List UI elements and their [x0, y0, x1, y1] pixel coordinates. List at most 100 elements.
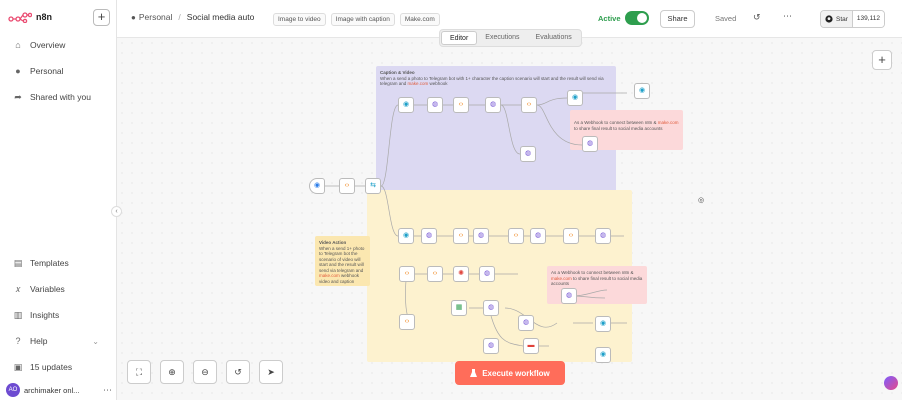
http-request-node[interactable]: ◍ — [473, 228, 489, 244]
help-icon: ? — [15, 336, 21, 346]
collapse-sidebar-button[interactable]: ‹ — [111, 206, 122, 217]
switch-node[interactable]: ⇆ — [365, 178, 381, 194]
sidebar-item-updates[interactable]: ▣ 15 updates — [0, 354, 117, 380]
google-sheets-node[interactable]: ▦ — [451, 300, 467, 316]
canvas-controls: ⛶ ⊕ ⊖ ↺ ➤ — [127, 360, 283, 384]
webhook-node[interactable]: ◍ — [582, 136, 598, 152]
reset-zoom-button[interactable]: ↺ — [226, 360, 250, 384]
cursor-icon: ➤ — [267, 366, 275, 377]
error-node[interactable]: ▬ — [523, 338, 539, 354]
sidebar-item-label: Shared with you — [30, 92, 91, 102]
more-options-icon[interactable]: ⋯ — [783, 11, 792, 21]
http-request-node[interactable]: ◍ — [483, 338, 499, 354]
code-node[interactable]: ‹› — [399, 314, 415, 330]
fit-view-button[interactable]: ⛶ — [127, 360, 151, 384]
sticky-note-video-action[interactable]: Video Action When a send 1+ photo to Tel… — [315, 236, 370, 286]
variables-icon: 𝑥 — [15, 284, 21, 294]
sidebar-item-help[interactable]: ? Help ⌄ — [0, 328, 117, 354]
disconnected-node[interactable]: ◎ — [697, 197, 705, 204]
sticky-note-body: As a Webhook to connect between n8n & ma… — [574, 120, 679, 131]
sidebar-nav-bottom: ▤ Templates 𝑥 Variables ▥ Insights ? Hel… — [0, 250, 117, 380]
sidebar-item-label: Variables — [30, 284, 65, 294]
more-options-icon[interactable]: ⋯ — [103, 384, 112, 395]
telegram-trigger-node[interactable]: ◉ — [309, 178, 325, 194]
telegram-send-node[interactable]: ◉ — [595, 316, 611, 332]
templates-icon: ▤ — [13, 258, 23, 268]
http-request-node[interactable]: ◍ — [479, 266, 495, 282]
active-toggle[interactable] — [625, 11, 649, 25]
telegram-node[interactable]: ◉ — [398, 228, 414, 244]
user-name: archimaker onl... — [24, 385, 80, 395]
saved-status: Saved — [715, 14, 737, 23]
ai-assistant-icon[interactable] — [884, 376, 898, 390]
telegram-node[interactable]: ◉ — [567, 90, 583, 106]
code-node[interactable]: ‹› — [399, 266, 415, 282]
code-node[interactable]: ‹› — [521, 97, 537, 113]
workflow-tag[interactable]: Image to video — [273, 13, 326, 26]
sidebar-item-label: Templates — [30, 258, 69, 268]
http-request-node[interactable]: ◍ — [427, 97, 443, 113]
avatar: AO — [6, 383, 20, 397]
webhook-node[interactable]: ◍ — [561, 288, 577, 304]
zoom-in-button[interactable]: ⊕ — [160, 360, 184, 384]
tab-evaluations[interactable]: Evaluations — [535, 34, 572, 41]
telegram-send-node[interactable]: ◉ — [595, 347, 611, 363]
add-node-button[interactable]: + — [872, 50, 892, 70]
tidy-up-button[interactable]: ➤ — [259, 360, 283, 384]
code-node[interactable]: ‹› — [453, 228, 469, 244]
http-request-node[interactable]: ◍ — [520, 146, 536, 162]
sidebar-item-overview[interactable]: ⌂ Overview — [0, 32, 117, 58]
history-icon[interactable]: ↺ — [753, 12, 761, 22]
star-count: 139,112 — [852, 11, 884, 27]
user-icon: ● — [131, 12, 136, 22]
sidebar: n8n + ⌂ Overview ● Personal ➦ Shared wit… — [0, 0, 117, 400]
http-request-node[interactable]: ◍ — [421, 228, 437, 244]
http-request-node[interactable]: ◍ — [595, 228, 611, 244]
sticky-note-webhook[interactable]: As a Webhook to connect between n8n & ma… — [547, 266, 647, 304]
code-node[interactable]: ‹› — [563, 228, 579, 244]
breadcrumb-separator: / — [178, 12, 181, 22]
sidebar-item-label: Insights — [30, 310, 60, 320]
telegram-send-node[interactable]: ◉ — [634, 83, 650, 99]
sidebar-item-personal[interactable]: ● Personal — [0, 58, 117, 84]
openai-node[interactable]: ✺ — [453, 266, 469, 282]
breadcrumb-project[interactable]: Personal — [138, 12, 173, 22]
user-icon: ● — [15, 66, 21, 76]
github-star-left: Star — [821, 11, 853, 27]
sidebar-item-templates[interactable]: ▤ Templates — [0, 250, 117, 276]
user-menu[interactable]: AO archimaker onl... ⋯ — [6, 382, 112, 398]
sidebar-item-shared[interactable]: ➦ Shared with you — [0, 84, 117, 110]
http-request-node[interactable]: ◍ — [483, 300, 499, 316]
tab-executions[interactable]: Executions — [485, 34, 520, 41]
telegram-node[interactable]: ◉ — [398, 97, 414, 113]
highlighted-text: make.com — [407, 81, 429, 86]
workflow-tag[interactable]: Make.com — [399, 13, 440, 26]
sticky-note-content: Caption & Video When a send a photo to T… — [376, 66, 616, 91]
zoom-out-button[interactable]: ⊖ — [193, 360, 217, 384]
sidebar-item-insights[interactable]: ▥ Insights — [0, 302, 117, 328]
tab-editor[interactable]: Editor — [441, 31, 478, 45]
sidebar-item-variables[interactable]: 𝑥 Variables — [0, 276, 117, 302]
execute-workflow-button[interactable]: Execute workflow — [455, 361, 565, 385]
share-button[interactable]: Share — [660, 10, 695, 28]
http-request-node[interactable]: ◍ — [530, 228, 546, 244]
code-node[interactable]: ‹› — [508, 228, 524, 244]
sidebar-item-label: Personal — [30, 66, 64, 76]
create-new-button[interactable]: + — [93, 8, 110, 26]
sidebar-header: n8n + — [8, 6, 110, 28]
chevron-down-icon: ⌄ — [92, 336, 99, 346]
workflow-tag[interactable]: Image with caption — [330, 13, 395, 26]
flask-icon — [470, 368, 478, 377]
http-request-node[interactable]: ◍ — [518, 315, 534, 331]
code-node[interactable]: ‹› — [453, 97, 469, 113]
star-label: Star — [836, 15, 848, 23]
github-star-button[interactable]: Star 139,112 — [820, 10, 885, 28]
workflow-canvas[interactable]: Caption & Video When a send a photo to T… — [117, 38, 902, 400]
code-node[interactable]: ‹› — [339, 178, 355, 194]
n8n-logo-icon[interactable] — [8, 11, 32, 23]
code-node[interactable]: ‹› — [427, 266, 443, 282]
workflow-name[interactable]: Social media auto — [186, 12, 255, 22]
http-request-node[interactable]: ◍ — [485, 97, 501, 113]
execute-workflow-label: Execute workflow — [482, 368, 550, 378]
